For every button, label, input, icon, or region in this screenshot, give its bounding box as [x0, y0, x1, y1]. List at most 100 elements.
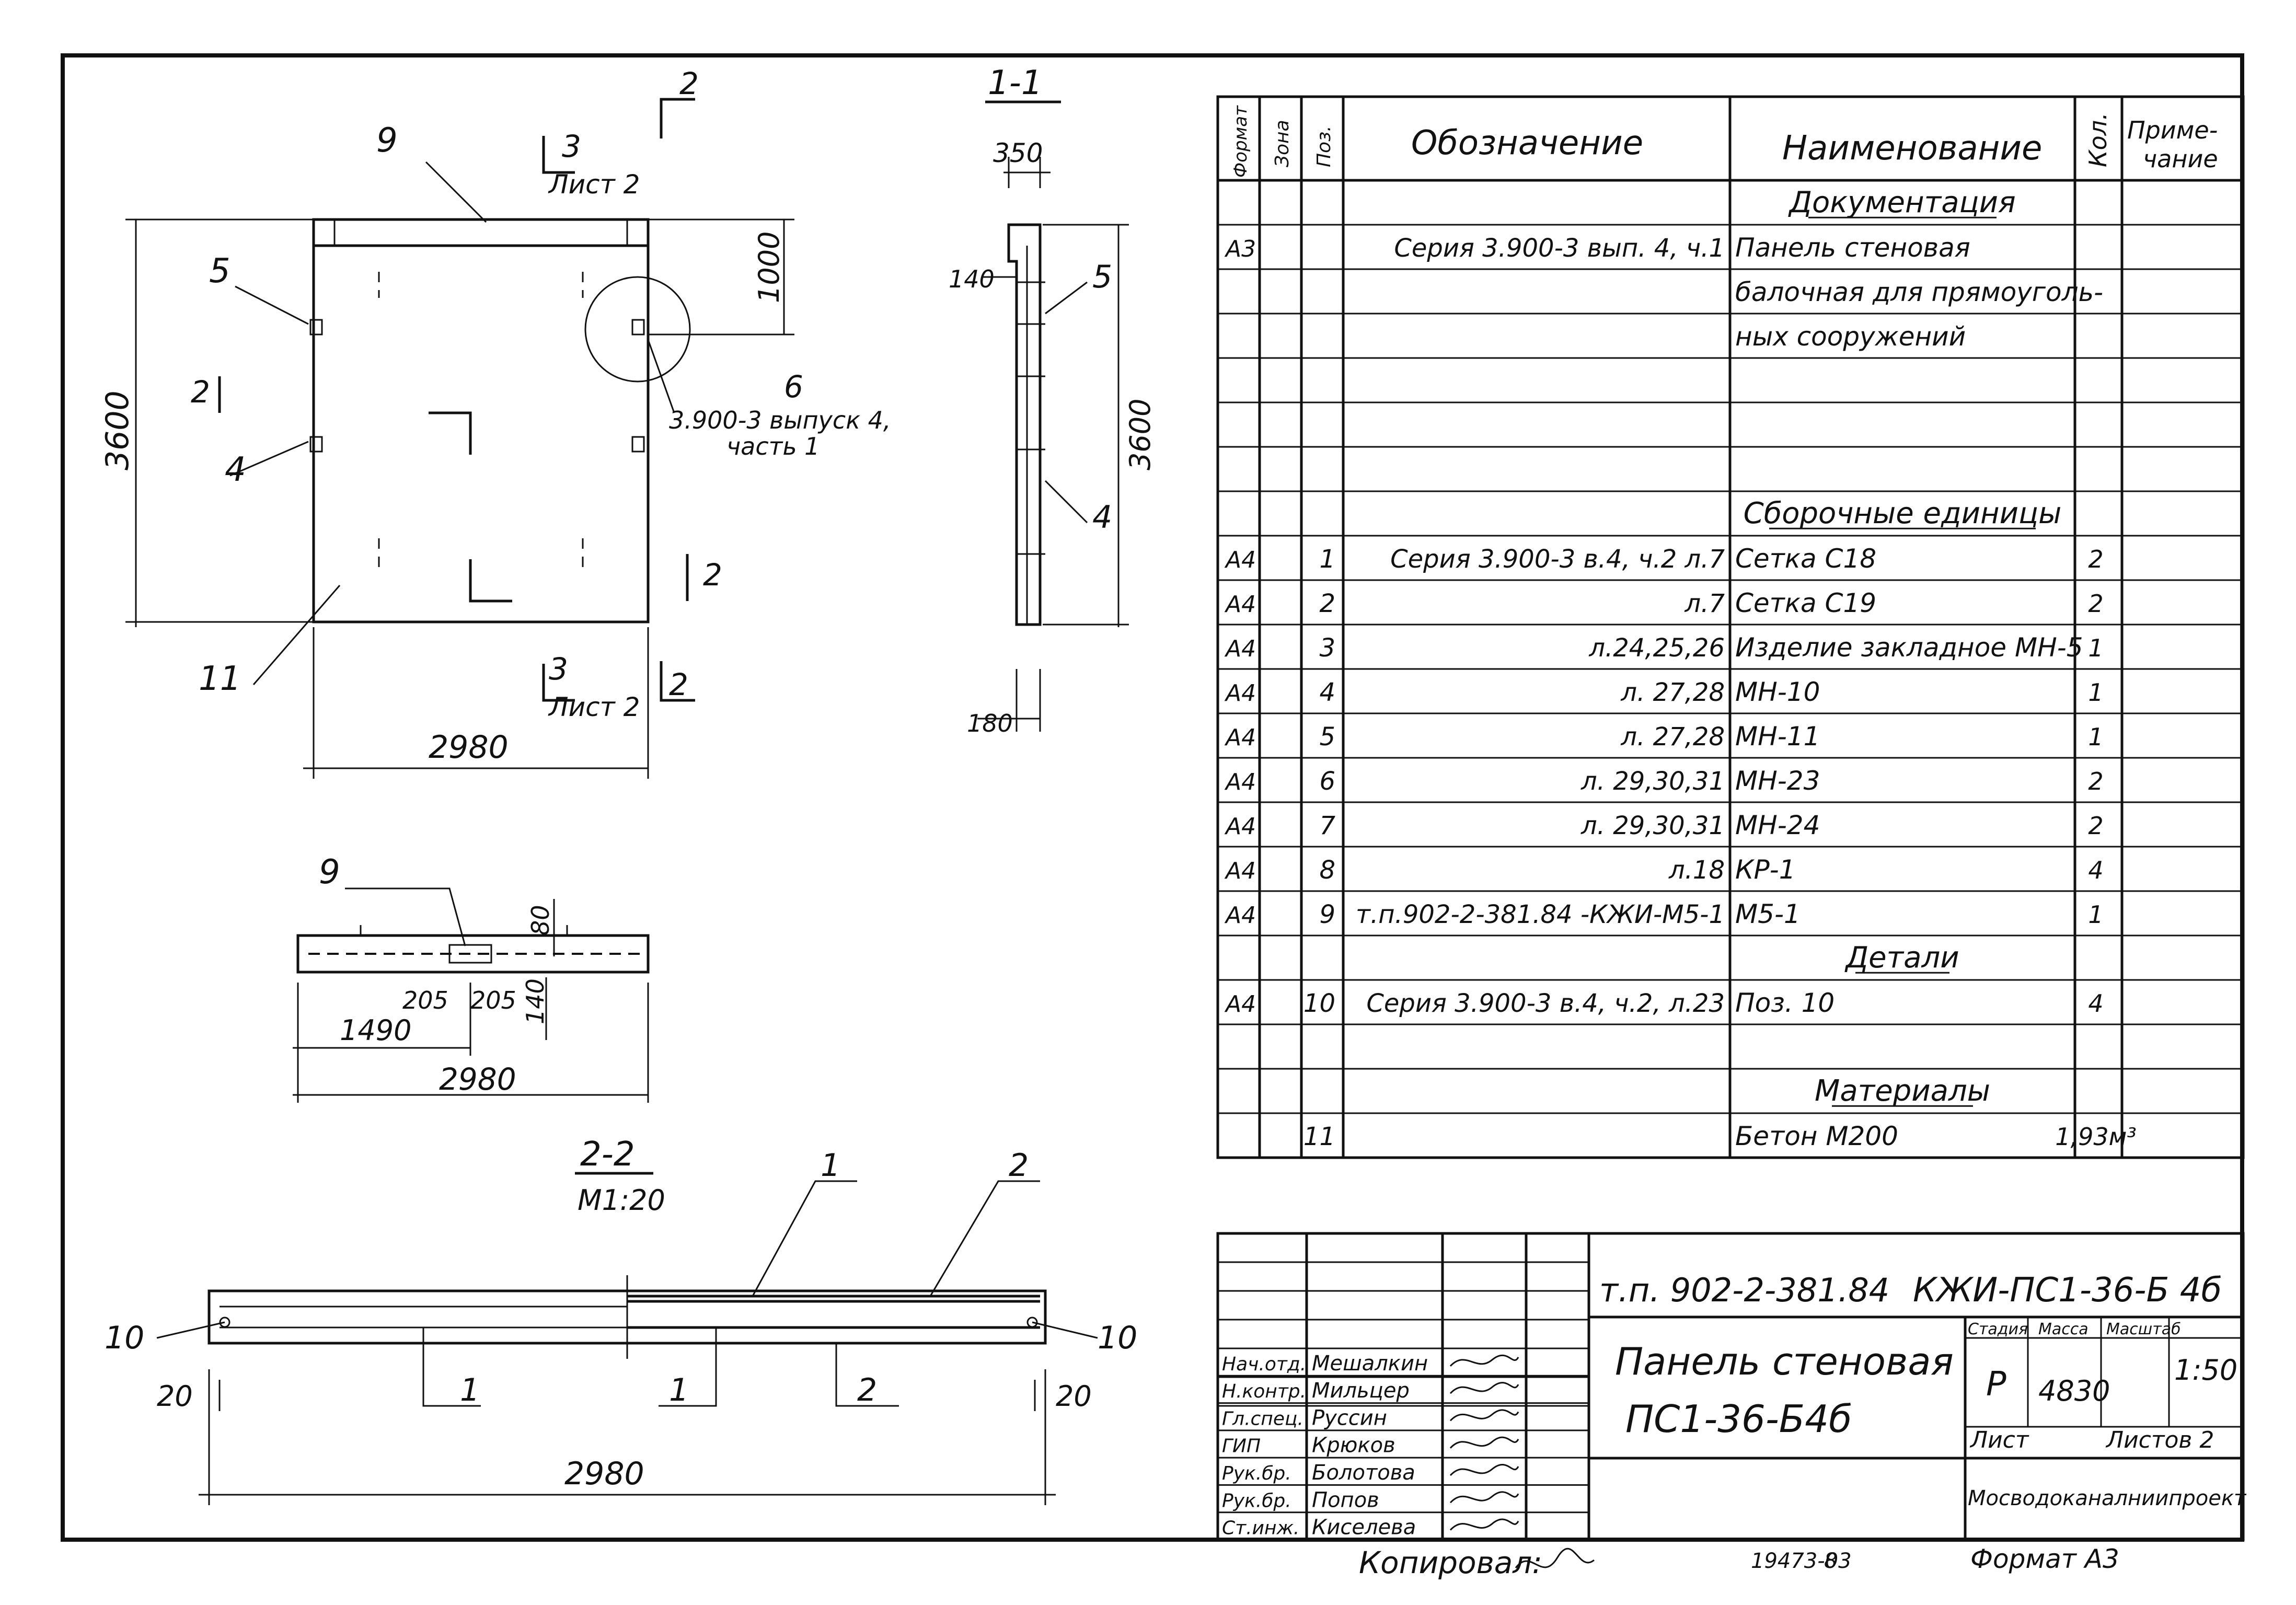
spec-cell-pos: 11 — [1303, 1122, 1335, 1151]
spec-cell-pos: 5 — [1319, 722, 1335, 752]
tb-signature — [1449, 1463, 1519, 1476]
panel-dim-width: 2980 — [429, 729, 509, 766]
spec-header-note-1: Приме- — [2127, 116, 2218, 144]
section-1-1-dim-350: 350 — [993, 138, 1043, 168]
spec-cell-designation: л. 27,28 — [1620, 722, 1725, 752]
footer: Копировал: 19473-03 8 Формат А3 — [1359, 1544, 2119, 1580]
spec-header-zone: Зона — [1272, 120, 1293, 167]
panel-cut-2-top: 2 — [679, 66, 699, 101]
spec-cell-pos: 6 — [1319, 767, 1335, 796]
panel-cut-2-left: 2 — [191, 374, 210, 410]
section-1-1-dim-180: 180 — [967, 709, 1013, 737]
section-2-2-title: 2-2 — [580, 1135, 635, 1174]
tb-signature — [1449, 1409, 1519, 1422]
spec-cell-pos: 2 — [1319, 589, 1335, 618]
title-block-roles: Нач.отд.МешалкинН.контр.МильцерГл.спец.Р… — [1222, 1352, 1519, 1540]
spec-header-name: Наименование — [1782, 129, 2042, 168]
panel-cut-2-bottom: 2 — [669, 667, 688, 702]
tb-drawing-code: КЖИ-ПС1-36-Б 4б — [1913, 1271, 2222, 1310]
top-view-dim-140: 140 — [521, 978, 549, 1024]
tb-scale-label: Масштаб — [2106, 1320, 2181, 1338]
top-view-dim-205a: 205 — [402, 986, 448, 1014]
spec-grid — [1218, 224, 2243, 1114]
panel-face-view: 9 5 4 11 2 3 Лист 2 2 2 3 Лист 2 2 6 3.9… — [99, 66, 891, 779]
spec-header-designation: Обозначение — [1411, 124, 1643, 163]
spec-cell-designation: Серия 3.900-3 в.4, ч.2, л.23 — [1366, 989, 1725, 1018]
tb-person-name: Руссин — [1312, 1406, 1387, 1430]
panel-detail-number: 6 — [784, 369, 803, 405]
tb-role: Гл.спец. — [1222, 1408, 1303, 1429]
spec-cell-format: А4 — [1224, 902, 1256, 929]
tb-person-name: Попов — [1312, 1488, 1379, 1512]
section-2-2-callout-10-right: 10 — [1098, 1320, 1137, 1356]
tb-signature — [1449, 1491, 1519, 1504]
spec-cell-format: А4 — [1224, 769, 1256, 795]
footer-copied: Копировал: — [1359, 1545, 1542, 1580]
top-view-dim-80: 80 — [526, 905, 555, 936]
section-1-1-dim-140: 140 — [949, 265, 995, 293]
spec-cell-designation: л.18 — [1668, 856, 1725, 885]
footer-number: 19473-03 — [1751, 1549, 1852, 1573]
spec-cell-qty: 1 — [2088, 723, 2103, 751]
spec-cell-designation: л. 29,30,31 — [1580, 767, 1725, 796]
footer-copied-signature — [1515, 1548, 1595, 1568]
section-2-2: 2-2 М1:20 1 2 10 10 1 1 2 20 20 2980 — [105, 1135, 1137, 1505]
tb-doc-code: т.п. 902-2-381.84 — [1599, 1271, 1889, 1309]
tb-role: Н.контр. — [1222, 1381, 1306, 1402]
spec-cell-name: Бетон М200 — [1735, 1121, 1898, 1151]
tb-person-name: Мильцер — [1312, 1379, 1410, 1403]
spec-cell-pos: 10 — [1303, 989, 1335, 1018]
tb-mass-label: Масса — [2038, 1320, 2089, 1338]
spec-cell-qty: 1 — [2088, 900, 2103, 929]
spec-cell-pos: 4 — [1319, 678, 1335, 707]
tb-scale: 1:50 — [2174, 1354, 2237, 1387]
spec-cell-pos: 9 — [1319, 900, 1335, 929]
section-2-2-label-1a: 1 — [460, 1372, 480, 1408]
section-2-2-callout-1: 1 — [821, 1147, 840, 1184]
spec-section-title: Детали — [1844, 941, 1959, 975]
spec-cell-qty: 2 — [2088, 767, 2103, 795]
section-1-1: 1-1 350 140 3600 180 5 4 — [949, 64, 1157, 737]
section-2-2-callout-10-left: 10 — [105, 1320, 144, 1356]
tb-signature — [1449, 1518, 1519, 1531]
top-view-dim-1490: 1490 — [340, 1014, 411, 1047]
section-2-2-dim-2980: 2980 — [564, 1456, 644, 1492]
top-view: 9 80 205 205 140 1490 2980 — [293, 853, 650, 1103]
spec-cell-name: КР-1 — [1735, 855, 1796, 885]
panel-detail-ref-1: 3.900-3 выпуск 4, — [669, 406, 891, 434]
tb-role: Рук.бр. — [1222, 1490, 1291, 1511]
tb-signature — [1449, 1382, 1519, 1394]
spec-header-format: Формат — [1230, 105, 1251, 178]
spec-cell-name: балочная для прямоуголь- — [1735, 277, 2103, 307]
panel-callout-9: 9 — [376, 121, 398, 160]
spec-cell-format: А4 — [1224, 547, 1256, 573]
spec-cell-pos: 7 — [1319, 811, 1335, 840]
spec-cell-designation: л.7 — [1684, 589, 1725, 618]
panel-cut-3-top: 3 — [562, 129, 581, 164]
panel-list-ref-bottom: Лист 2 — [548, 692, 640, 722]
spec-cell-name: МН-11 — [1735, 721, 1820, 752]
spec-table: Формат Зона Поз. Обозначение Наименовани… — [1216, 95, 2245, 1159]
section-2-2-callout-2: 2 — [1009, 1147, 1029, 1184]
spec-cell-designation: л. 27,28 — [1620, 678, 1725, 707]
spec-cell-format: А4 — [1224, 858, 1256, 884]
tb-person-name: Болотова — [1312, 1461, 1415, 1485]
tb-person-name: Киселева — [1312, 1516, 1416, 1540]
tb-title-2: ПС1-36-Б4б — [1625, 1397, 1852, 1441]
spec-cell-format: А4 — [1224, 680, 1256, 707]
top-view-dim-2980: 2980 — [439, 1061, 516, 1097]
panel-dim-top: 1000 — [753, 232, 786, 303]
spec-cell-designation: Серия 3.900-3 в.4, ч.2 л.7 — [1390, 545, 1725, 574]
spec-cell-name: Панель стеновая — [1735, 233, 1970, 263]
spec-section-title: Материалы — [1815, 1074, 1990, 1108]
spec-header-note-2: чание — [2143, 145, 2218, 173]
spec-cell-designation: л.24,25,26 — [1588, 633, 1725, 663]
spec-cell-qty: 1 — [2088, 634, 2103, 662]
spec-section-title: Документация — [1787, 186, 2015, 220]
spec-cell-name: ных сооружений — [1735, 321, 1966, 352]
tb-sheets-label: Листов 2 — [2105, 1427, 2214, 1453]
section-1-1-title: 1-1 — [988, 64, 1043, 102]
tb-sheet-label: Лист — [1969, 1427, 2029, 1453]
